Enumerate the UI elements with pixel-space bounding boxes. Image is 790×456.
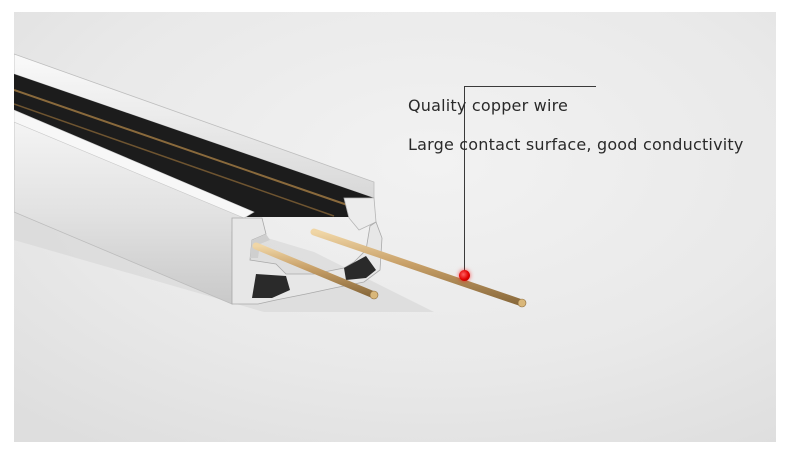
rail-end-slot [252, 274, 290, 298]
rail-end-slot-right [344, 256, 376, 280]
track-rail-photo [14, 12, 776, 442]
copper-wire-long-tip [517, 298, 527, 308]
rail-inner-clip [343, 197, 377, 231]
rail-end-notch [250, 234, 270, 258]
inner-copper-strip-2 [14, 103, 335, 217]
rail-channel [14, 74, 374, 217]
callout-description: Large contact surface, good conductivity [408, 135, 744, 154]
callout-title: Quality copper wire [408, 96, 569, 115]
callout-line-horizontal [464, 86, 596, 87]
inner-copper-strip-1 [14, 89, 360, 210]
callout-line-vertical [464, 86, 465, 274]
copper-wire-short [252, 242, 378, 299]
callout-marker-dot [459, 270, 470, 281]
copper-wire-long [310, 228, 526, 307]
copper-wire-short-tip [369, 290, 379, 300]
